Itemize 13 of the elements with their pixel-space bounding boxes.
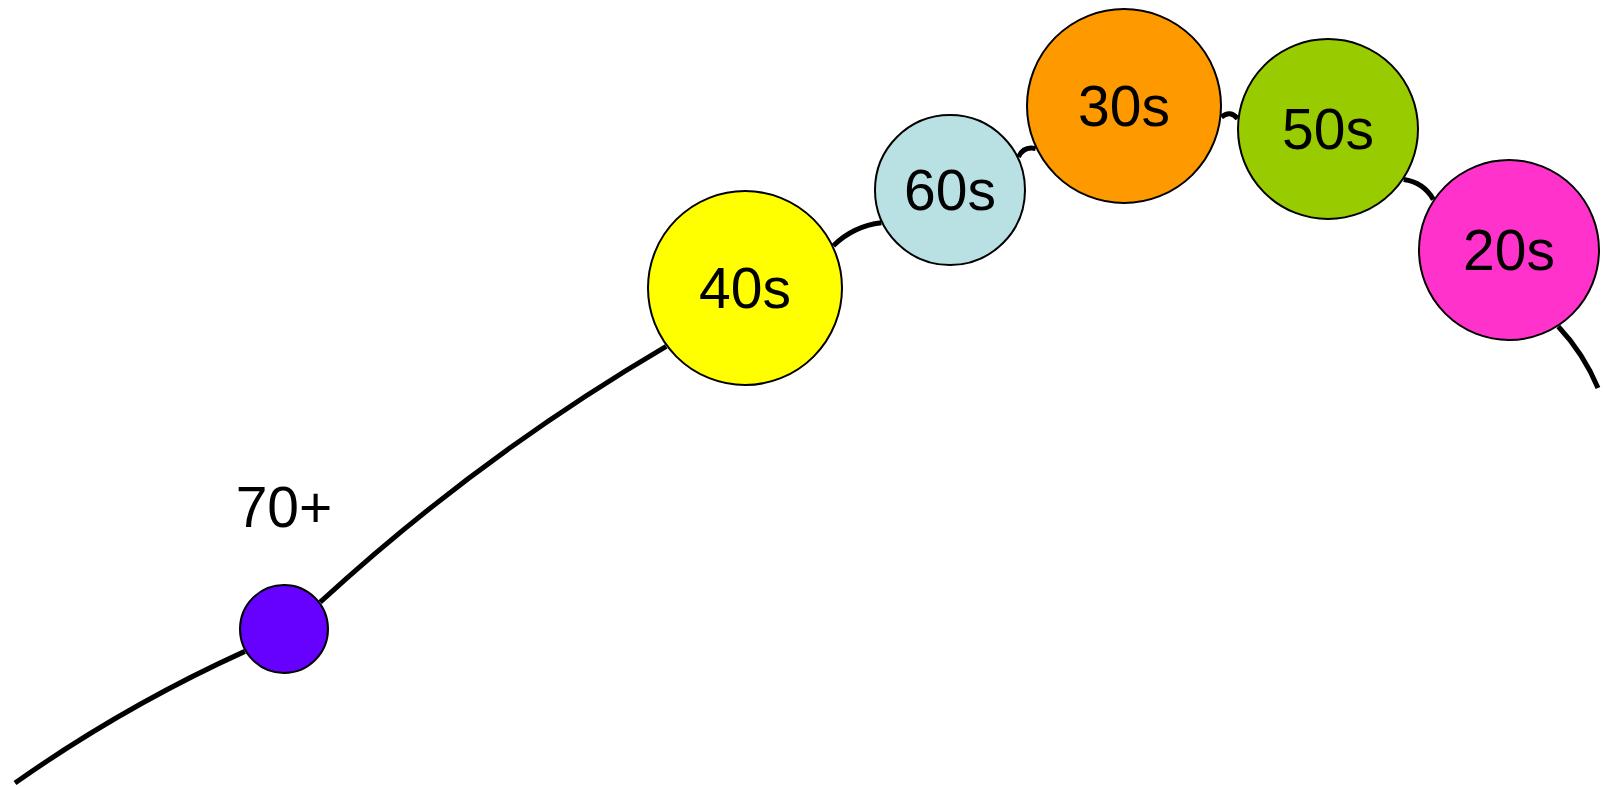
age-group-circle: 50s	[1237, 38, 1419, 220]
curve-line	[1556, 324, 1601, 389]
curve-line	[831, 220, 882, 248]
age-group-circle: 40s	[647, 190, 843, 386]
age-group-circle: 20s	[1418, 159, 1600, 341]
circle-caption: 70+	[235, 479, 333, 536]
curve-line	[1219, 111, 1240, 121]
curve-line	[318, 344, 668, 605]
curve-line	[1016, 145, 1037, 159]
age-group-circle: 30s	[1026, 8, 1222, 204]
curve-line	[13, 649, 246, 786]
age-group-circle: 60s	[874, 114, 1026, 266]
curve-line	[1403, 177, 1436, 201]
